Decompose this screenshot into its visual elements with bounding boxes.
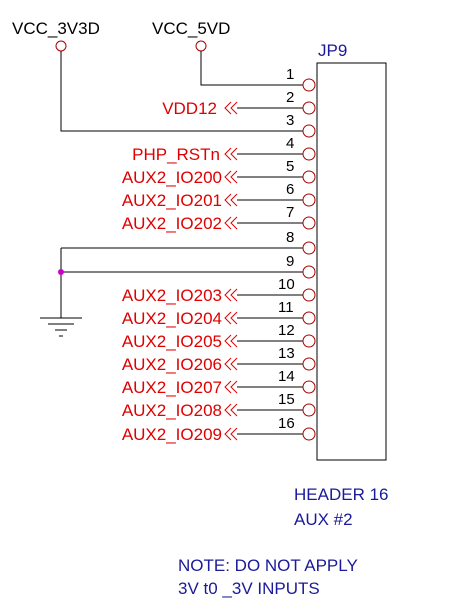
pin-terminal-4 — [302, 147, 316, 161]
pin-number-12: 12 — [278, 322, 295, 339]
pin-terminal-6 — [302, 193, 316, 207]
pin-terminal-10 — [302, 288, 316, 302]
pin-number-3: 3 — [286, 112, 294, 129]
net-label-io207: AUX2_IO207 — [122, 378, 222, 397]
pin-number-5: 5 — [286, 158, 294, 175]
offpage-icon-io201 — [224, 193, 238, 207]
vcc-3v3d-port — [55, 40, 67, 52]
pin-terminal-5 — [302, 170, 316, 184]
net-label-php-rstn: PHP_RSTn — [132, 145, 220, 164]
offpage-icon-vdd12 — [224, 101, 238, 115]
pin-number-13: 13 — [278, 345, 295, 362]
pin-number-15: 15 — [278, 391, 295, 408]
pin-terminal-9 — [302, 265, 316, 279]
header-subtitle: AUX #2 — [294, 510, 353, 529]
net-label-io204: AUX2_IO204 — [122, 309, 222, 328]
offpage-icon-io205 — [224, 334, 238, 348]
header-ref: JP9 — [318, 41, 347, 60]
pin-terminals — [302, 78, 316, 441]
pin-terminal-12 — [302, 334, 316, 348]
net-label-vdd12: VDD12 — [162, 99, 217, 118]
pin-numbers: 1 2 3 4 5 6 7 8 9 10 11 12 13 14 15 16 — [278, 66, 295, 432]
pin-number-9: 9 — [286, 253, 294, 270]
offpage-icon-io206 — [224, 357, 238, 371]
net-label-io206: AUX2_IO206 — [122, 355, 222, 374]
net-label-io205: AUX2_IO205 — [122, 332, 222, 351]
pin-number-7: 7 — [286, 204, 294, 221]
offpage-connectors — [224, 101, 238, 441]
pin-wires — [61, 107, 303, 435]
pin-terminal-8 — [302, 241, 316, 255]
offpage-icon-php-rstn — [224, 147, 238, 161]
net-label-io201: AUX2_IO201 — [122, 191, 222, 210]
ground-icon — [40, 317, 82, 337]
pin-number-6: 6 — [286, 181, 294, 198]
offpage-icon-io203 — [224, 288, 238, 302]
net-label-io209: AUX2_IO209 — [122, 425, 222, 444]
pin-terminal-15 — [302, 403, 316, 417]
pin-terminal-7 — [302, 216, 316, 230]
pin-terminal-16 — [302, 427, 316, 441]
net-label-io203: AUX2_IO203 — [122, 286, 222, 305]
pin-terminal-11 — [302, 311, 316, 325]
offpage-icon-io208 — [224, 403, 238, 417]
offpage-icon-io200 — [224, 170, 238, 184]
pin-number-11: 11 — [278, 299, 294, 316]
pin-terminal-1 — [302, 78, 316, 92]
wire-3v3d-pin3 — [60, 51, 303, 132]
pin-number-16: 16 — [278, 415, 295, 432]
header-body — [316, 62, 387, 461]
junction-dot — [58, 269, 64, 275]
vcc-3v3d-label: VCC_3V3D — [12, 19, 100, 38]
pin-number-10: 10 — [278, 276, 295, 293]
pin-terminal-3 — [302, 124, 316, 138]
pin-number-4: 4 — [286, 135, 294, 152]
note-line-2: 3V t0 _3V INPUTS — [178, 579, 320, 598]
offpage-icon-io202 — [224, 216, 238, 230]
pin-terminal-13 — [302, 357, 316, 371]
offpage-icon-io207 — [224, 380, 238, 394]
vcc-5vd-label: VCC_5VD — [152, 19, 230, 38]
net-label-io202: AUX2_IO202 — [122, 214, 222, 233]
pin-number-8: 8 — [286, 229, 294, 246]
pin-terminal-14 — [302, 380, 316, 394]
note-line-1: NOTE: DO NOT APPLY — [178, 556, 358, 575]
net-label-io208: AUX2_IO208 — [122, 401, 222, 420]
net-labels: VDD12 PHP_RSTn AUX2_IO200 AUX2_IO201 AUX… — [122, 99, 222, 444]
wire-5vd-pin1 — [200, 51, 303, 86]
offpage-icon-io204 — [224, 311, 238, 325]
header-part-label: HEADER 16 — [294, 485, 388, 504]
pin-number-2: 2 — [286, 89, 294, 106]
net-label-io200: AUX2_IO200 — [122, 168, 222, 187]
pin-number-1: 1 — [286, 66, 294, 83]
pin-terminal-2 — [302, 101, 316, 115]
offpage-icon-io209 — [224, 427, 238, 441]
vcc-5vd-port — [195, 40, 207, 52]
pin-number-14: 14 — [278, 368, 295, 385]
